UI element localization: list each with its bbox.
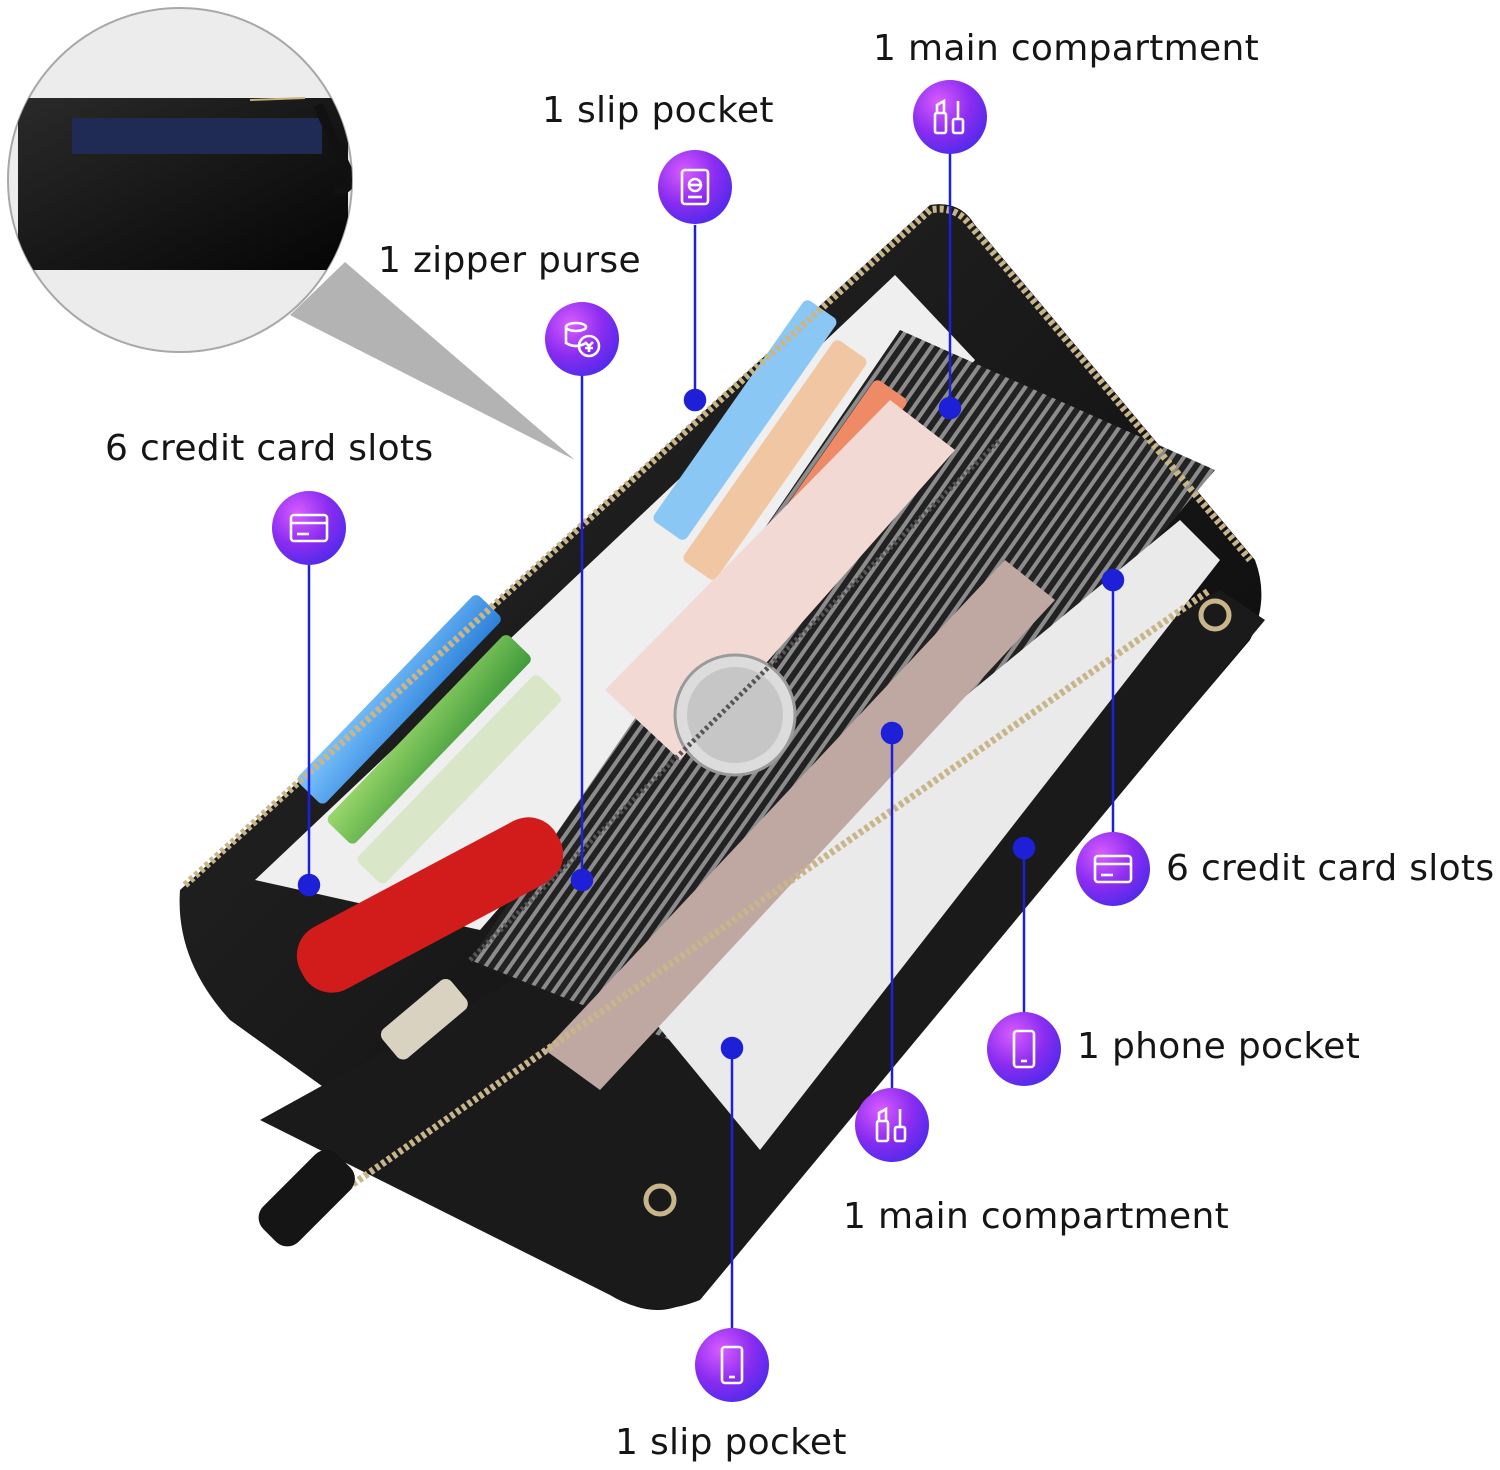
label-zipper-purse: 1 zipper purse (378, 240, 641, 281)
coins-icon (545, 302, 619, 376)
label-credit-card-slots-left: 6 credit card slots (105, 428, 434, 469)
label-slip-pocket-bottom: 1 slip pocket (615, 1422, 847, 1463)
phone-icon (695, 1328, 769, 1402)
phone-icon (987, 1012, 1061, 1086)
wallet-illustration (179, 204, 1265, 1311)
makeup-icon (855, 1088, 929, 1162)
credit-card-icon (272, 491, 346, 565)
label-main-compartment-top: 1 main compartment (873, 28, 1260, 69)
zoom-inset (7, 7, 575, 460)
label-phone-pocket: 1 phone pocket (1077, 1026, 1361, 1067)
passport-icon (658, 150, 732, 224)
leader-lines (297, 150, 1125, 1328)
label-credit-card-slots-right: 6 credit card slots (1166, 848, 1495, 889)
label-main-compartment-bottom: 1 main compartment (843, 1196, 1230, 1237)
credit-card-icon (1076, 832, 1150, 906)
label-slip-pocket-top: 1 slip pocket (542, 90, 774, 131)
makeup-icon (913, 80, 987, 154)
